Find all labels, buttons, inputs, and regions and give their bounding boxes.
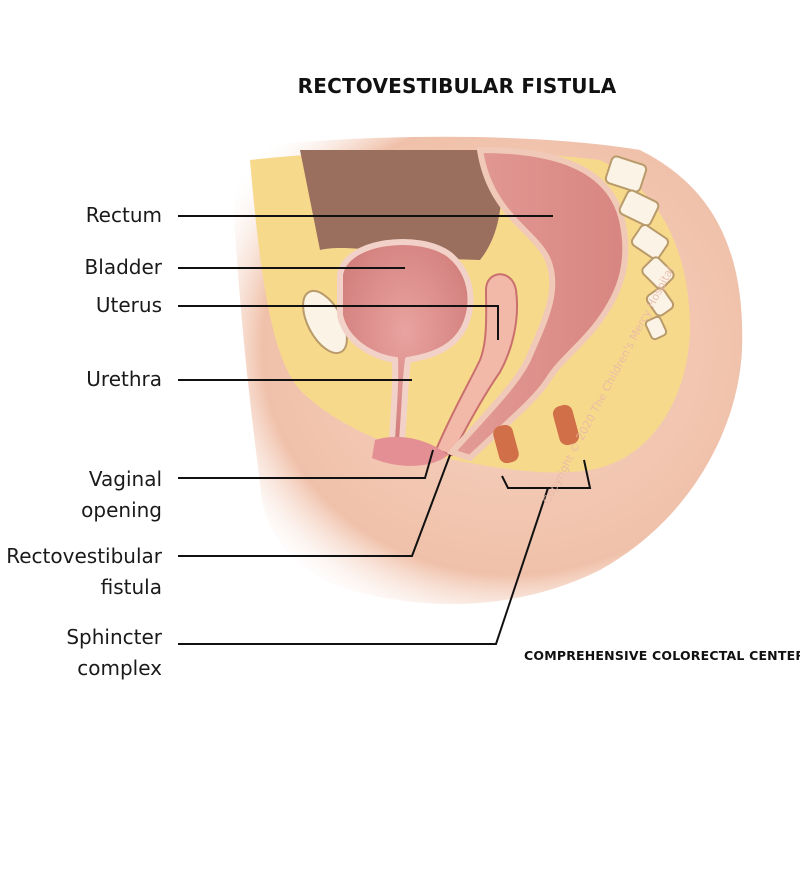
sphincter-left: [493, 424, 519, 464]
label-vaginal-line2: opening: [81, 498, 162, 522]
bladder: [337, 238, 474, 443]
label-rectovestibular-fistula: Rectovestibular fistula: [6, 541, 162, 603]
label-urethra: Urethra: [86, 367, 162, 391]
label-fistula-line1: Rectovestibular: [6, 544, 162, 568]
sphincter-right: [552, 404, 580, 446]
diagram-title: RECTOVESTIBULAR FISTULA: [297, 74, 617, 98]
label-sphincter-line2: complex: [77, 656, 162, 680]
leader-lines: [178, 215, 592, 645]
rectum: [446, 146, 629, 462]
leader-sphincter-complex: [178, 487, 549, 645]
abdominal-cavity: [300, 150, 502, 260]
leader-vaginal-opening: [178, 449, 434, 479]
label-uterus: Uterus: [95, 293, 162, 317]
label-sphincter-line1: Sphincter: [66, 625, 162, 649]
label-vaginal-line1: Vaginal: [88, 467, 162, 491]
label-sphincter-complex: Sphincter complex: [66, 622, 162, 684]
uterus: [434, 273, 519, 457]
label-bladder: Bladder: [84, 255, 162, 279]
leader-uterus: [178, 305, 499, 340]
vestibule: [372, 436, 448, 466]
sphincter-bracket: [501, 459, 592, 489]
sacrum: [604, 155, 675, 341]
label-rectum: Rectum: [85, 203, 162, 227]
leader-rectovestibular-fistula: [178, 454, 451, 557]
label-fistula-line2: fistula: [100, 575, 162, 599]
footer-credit: COMPREHENSIVE COLORECTAL CENTER: [524, 648, 800, 663]
label-vaginal-opening: Vaginal opening: [81, 464, 162, 526]
